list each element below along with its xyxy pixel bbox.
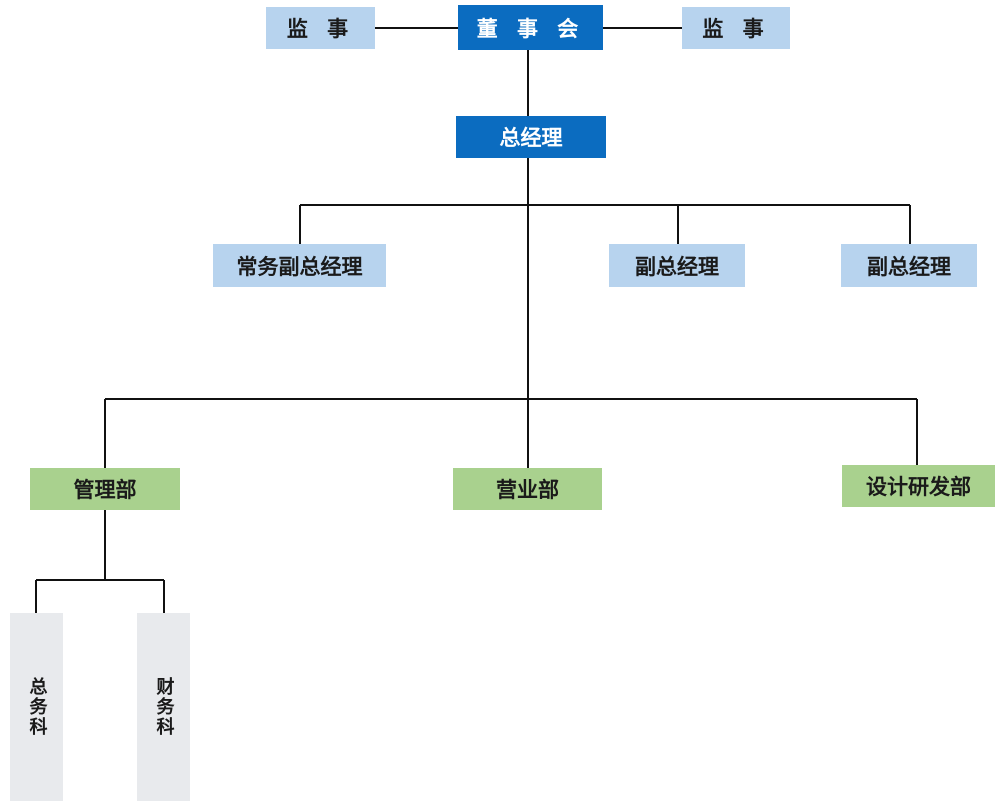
department-box-sales: 营业部 [453,468,602,510]
department-box-management: 管理部 [30,468,180,510]
board-label: 董 事 会 [476,15,585,41]
section-label: 财务科 [153,677,175,737]
supervisor-label: 监 事 [286,16,355,41]
section-box-general-affairs: 总务科 [10,613,63,801]
department-label: 设计研发部 [866,474,971,499]
deputy-label: 副总经理 [867,253,951,279]
deputy-box-executive: 常务副总经理 [213,244,386,287]
supervisor-box-left: 监 事 [266,7,375,49]
deputy-label: 常务副总经理 [236,253,363,279]
deputy-box-2: 副总经理 [609,244,745,287]
section-box-finance: 财务科 [137,613,190,801]
deputy-box-3: 副总经理 [841,244,977,287]
department-box-rnd: 设计研发部 [842,465,995,507]
supervisor-box-right: 监 事 [682,7,790,49]
supervisor-label: 监 事 [702,16,770,41]
general-manager-box: 总经理 [456,116,606,158]
section-label: 总务科 [26,677,48,737]
board-of-directors-box: 董 事 会 [458,5,603,50]
deputy-label: 副总经理 [635,253,719,279]
general-manager-label: 总经理 [499,125,563,150]
department-label: 营业部 [496,477,559,502]
department-label: 管理部 [73,477,137,502]
